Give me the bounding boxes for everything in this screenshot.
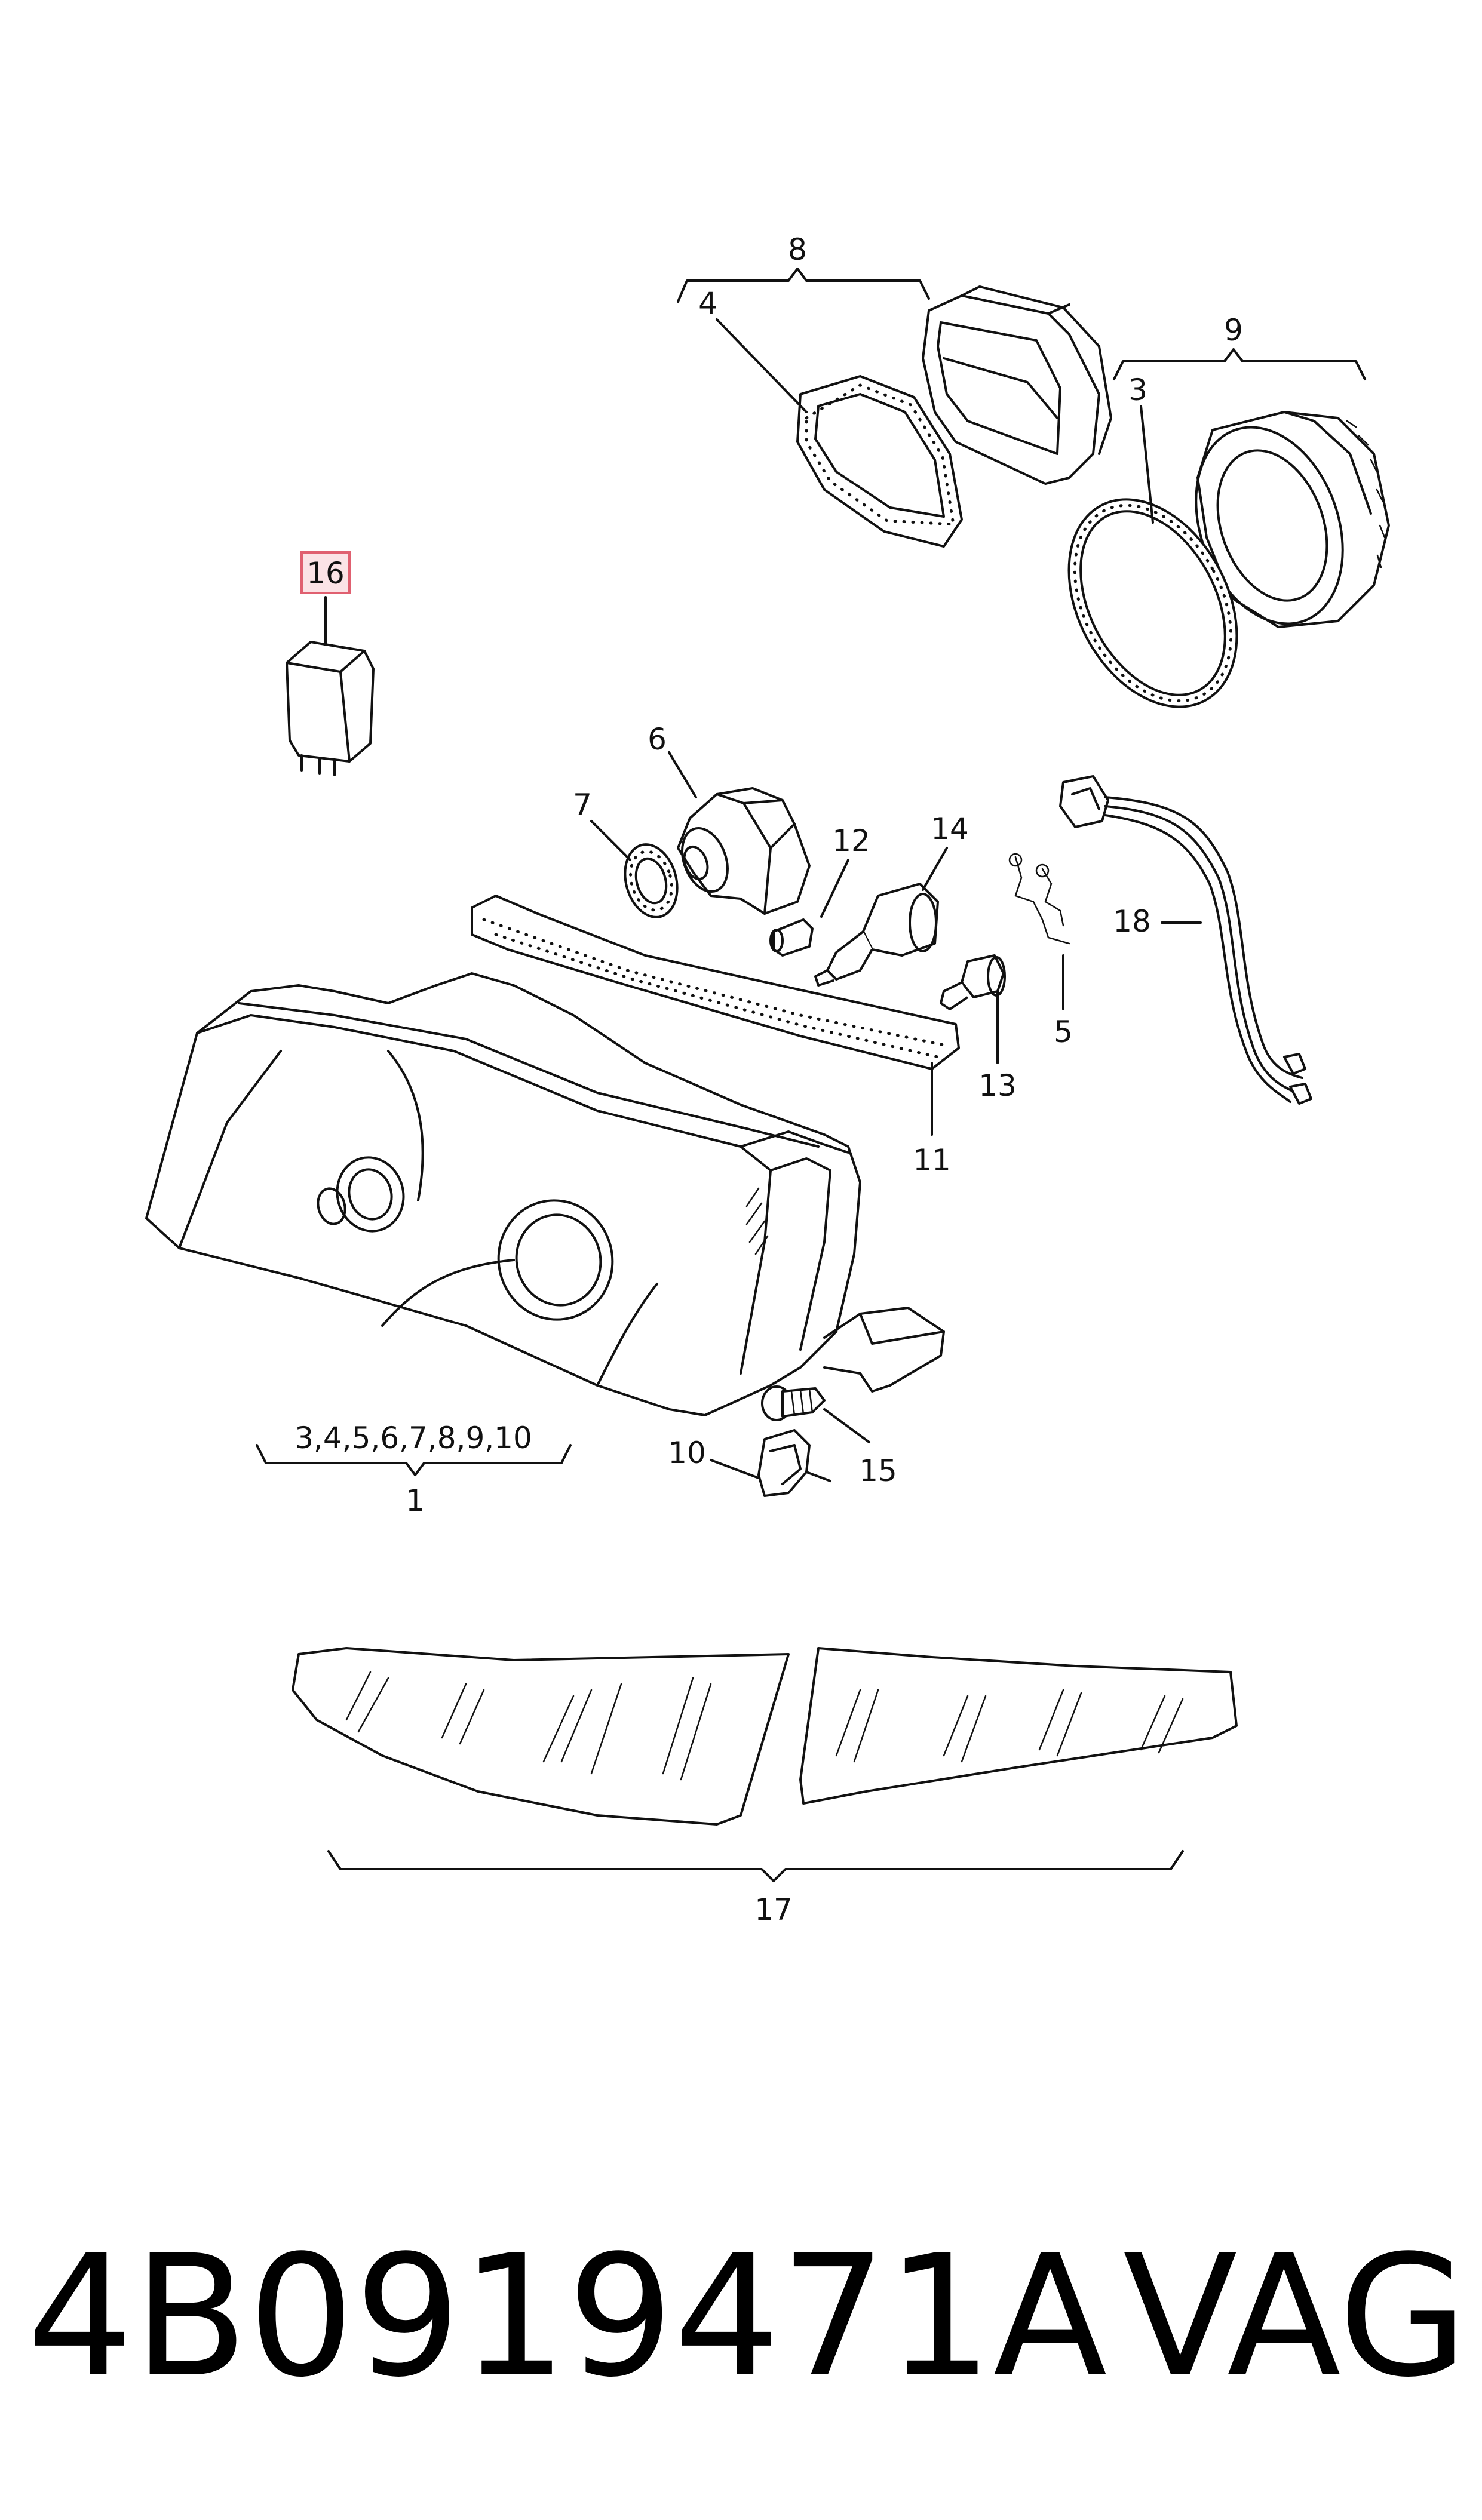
part-12-bulb xyxy=(769,918,814,957)
callout-9: 9 xyxy=(1224,313,1243,348)
callout-1-group: 3,4,5,6,7,8,9,10 xyxy=(294,1421,532,1455)
part-8-frame xyxy=(922,285,1112,485)
callout-1: 1 xyxy=(406,1483,425,1518)
callout-17: 17 xyxy=(754,1892,793,1927)
callout-11: 11 xyxy=(913,1143,951,1178)
brand-name: VAG xyxy=(1123,2220,1468,2414)
callout-6: 6 xyxy=(648,722,667,757)
part-number: 4B0919471A xyxy=(27,2220,1107,2414)
callout-16: 16 xyxy=(306,556,345,591)
part-15-screw xyxy=(761,1385,826,1421)
callout-8: 8 xyxy=(788,232,807,267)
part-11-sealing-strip xyxy=(471,895,960,1070)
callout-14: 14 xyxy=(931,812,969,846)
part-1-headlight-housing xyxy=(145,972,945,1416)
callout-15: 15 xyxy=(859,1453,897,1488)
callout-7: 7 xyxy=(573,788,592,822)
callout-labels: 8 4 9 3 16 6 7 12 14 18 5 13 11 3,4,5,6,… xyxy=(294,232,1243,1927)
callout-13: 13 xyxy=(978,1068,1017,1103)
part-13-bulb xyxy=(940,954,1006,1010)
callout-3: 3 xyxy=(1128,373,1147,407)
part-9-housing xyxy=(1195,411,1390,628)
part-6-adjuster-motor xyxy=(677,787,811,915)
part-14-bulb xyxy=(814,883,939,987)
part-5-wire-clip xyxy=(1008,853,1070,945)
callout-5: 5 xyxy=(1054,1015,1073,1049)
part-7-gasket-ring xyxy=(624,843,679,918)
part-10-clip xyxy=(757,1429,831,1497)
part-18-wiring-harness xyxy=(1059,775,1312,1105)
callout-16-highlight xyxy=(300,551,351,594)
part-4-gasket xyxy=(796,375,963,548)
callout-leaders xyxy=(256,268,1366,1882)
part-3-ring-gasket xyxy=(1067,498,1238,708)
callout-18: 18 xyxy=(1113,904,1151,939)
part-17-cover-lens-left xyxy=(292,1647,790,1826)
callout-10: 10 xyxy=(668,1436,706,1470)
callout-4: 4 xyxy=(698,286,717,321)
callout-12: 12 xyxy=(832,823,870,858)
part-16-relay xyxy=(286,641,375,776)
part-17-cover-lens-right xyxy=(799,1647,1238,1805)
part-number-footer: 4B0919471A VAG xyxy=(0,2221,1482,2436)
